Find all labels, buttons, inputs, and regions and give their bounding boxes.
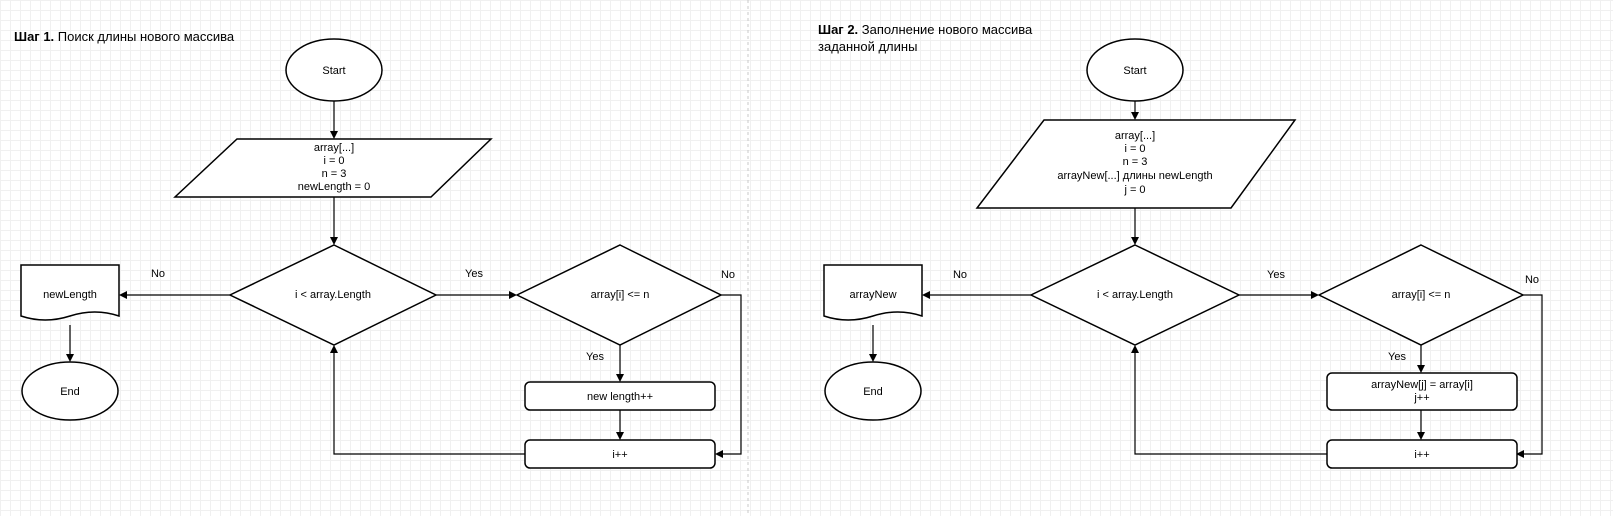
edge-label-no: No bbox=[721, 269, 735, 281]
check-condition-label: array[i] <= n bbox=[1392, 289, 1451, 301]
start-label: Start bbox=[322, 65, 345, 77]
input-line: newLength = 0 bbox=[298, 181, 370, 193]
end-label: End bbox=[60, 386, 80, 398]
end-label: End bbox=[863, 386, 883, 398]
arrowhead bbox=[330, 345, 338, 353]
step2-heading-text: Заполнение нового массива заданной длины bbox=[818, 22, 1033, 54]
input-line: n = 3 bbox=[322, 168, 347, 180]
increment-label: i++ bbox=[1414, 449, 1429, 461]
action-line: arrayNew[j] = array[i] bbox=[1371, 379, 1473, 391]
check-condition-diamond bbox=[515, 244, 723, 346]
loop-condition-label: i < array.Length bbox=[295, 289, 371, 301]
arrowhead bbox=[616, 432, 624, 440]
step2-heading: Шаг 2. Заполнение нового массива заданно… bbox=[818, 21, 1032, 55]
start-terminal bbox=[285, 38, 383, 102]
input-line: j = 0 bbox=[1123, 184, 1145, 196]
increment-label: i++ bbox=[612, 449, 627, 461]
end-terminal bbox=[824, 361, 922, 421]
arrowhead bbox=[509, 291, 517, 299]
output-document bbox=[20, 264, 120, 321]
step1-flowchart: Start array[...] i = 0 n = 3 newLength =… bbox=[20, 38, 742, 469]
edge-increment-loop-back bbox=[1134, 353, 1327, 455]
step2-heading-bold: Шаг 2. bbox=[818, 22, 859, 37]
start-label: Start bbox=[1123, 65, 1146, 77]
edge-label-yes: Yes bbox=[1388, 351, 1406, 363]
input-line: i = 0 bbox=[1124, 143, 1145, 155]
action-process bbox=[1326, 372, 1518, 411]
increment-process bbox=[1326, 439, 1518, 469]
edge-label-no: No bbox=[953, 269, 967, 281]
edge-check-no-to-increment bbox=[1523, 294, 1543, 455]
arrowhead bbox=[330, 131, 338, 139]
output-label: arrayNew bbox=[849, 289, 896, 301]
edge-label-yes: Yes bbox=[465, 268, 483, 280]
step1-heading: Шаг 1. Поиск длины нового массива bbox=[14, 28, 234, 45]
edge-check-no-to-increment bbox=[721, 294, 742, 455]
loop-condition-diamond bbox=[228, 244, 438, 346]
output-document bbox=[823, 264, 923, 321]
check-condition-label: array[i] <= n bbox=[591, 289, 650, 301]
action-process bbox=[524, 381, 716, 411]
input-line: i = 0 bbox=[323, 155, 344, 167]
arrowhead bbox=[715, 450, 723, 458]
step2-flowchart: Start array[...] i = 0 n = 3 arrayNew[..… bbox=[823, 38, 1543, 469]
edge-increment-loop-back bbox=[333, 353, 525, 455]
arrowhead bbox=[1311, 291, 1319, 299]
arrowhead bbox=[330, 237, 338, 245]
arrowhead bbox=[66, 354, 74, 362]
check-condition-diamond bbox=[1317, 244, 1525, 346]
input-line: n = 3 bbox=[1123, 156, 1148, 168]
arrowhead bbox=[1417, 365, 1425, 373]
arrowhead bbox=[1516, 450, 1524, 458]
step1-heading-bold: Шаг 1. bbox=[14, 29, 55, 44]
loop-condition-diamond bbox=[1029, 244, 1241, 346]
end-terminal bbox=[21, 361, 119, 421]
edge-label-no: No bbox=[151, 268, 165, 280]
increment-process bbox=[524, 439, 716, 469]
edge-label-no: No bbox=[1525, 274, 1539, 286]
step1-heading-text: Поиск длины нового массива bbox=[57, 29, 235, 44]
loop-condition-label: i < array.Length bbox=[1097, 289, 1173, 301]
input-parallelogram bbox=[173, 138, 493, 198]
input-parallelogram bbox=[975, 119, 1297, 209]
arrowhead bbox=[1131, 237, 1139, 245]
arrowhead bbox=[922, 291, 930, 299]
start-terminal bbox=[1086, 38, 1184, 102]
arrowhead bbox=[616, 374, 624, 382]
action-line: j++ bbox=[1413, 392, 1429, 404]
action-line: new length++ bbox=[587, 391, 653, 403]
arrowhead bbox=[869, 354, 877, 362]
arrowhead bbox=[1417, 432, 1425, 440]
arrowhead bbox=[119, 291, 127, 299]
input-line: array[...] bbox=[314, 142, 354, 154]
output-label: newLength bbox=[43, 289, 97, 301]
arrowhead bbox=[1131, 345, 1139, 353]
arrowhead bbox=[1131, 112, 1139, 120]
input-line: arrayNew[...] длины newLength bbox=[1057, 170, 1212, 182]
input-line: array[...] bbox=[1115, 130, 1155, 142]
edge-label-yes: Yes bbox=[586, 351, 604, 363]
edge-label-yes: Yes bbox=[1267, 269, 1285, 281]
